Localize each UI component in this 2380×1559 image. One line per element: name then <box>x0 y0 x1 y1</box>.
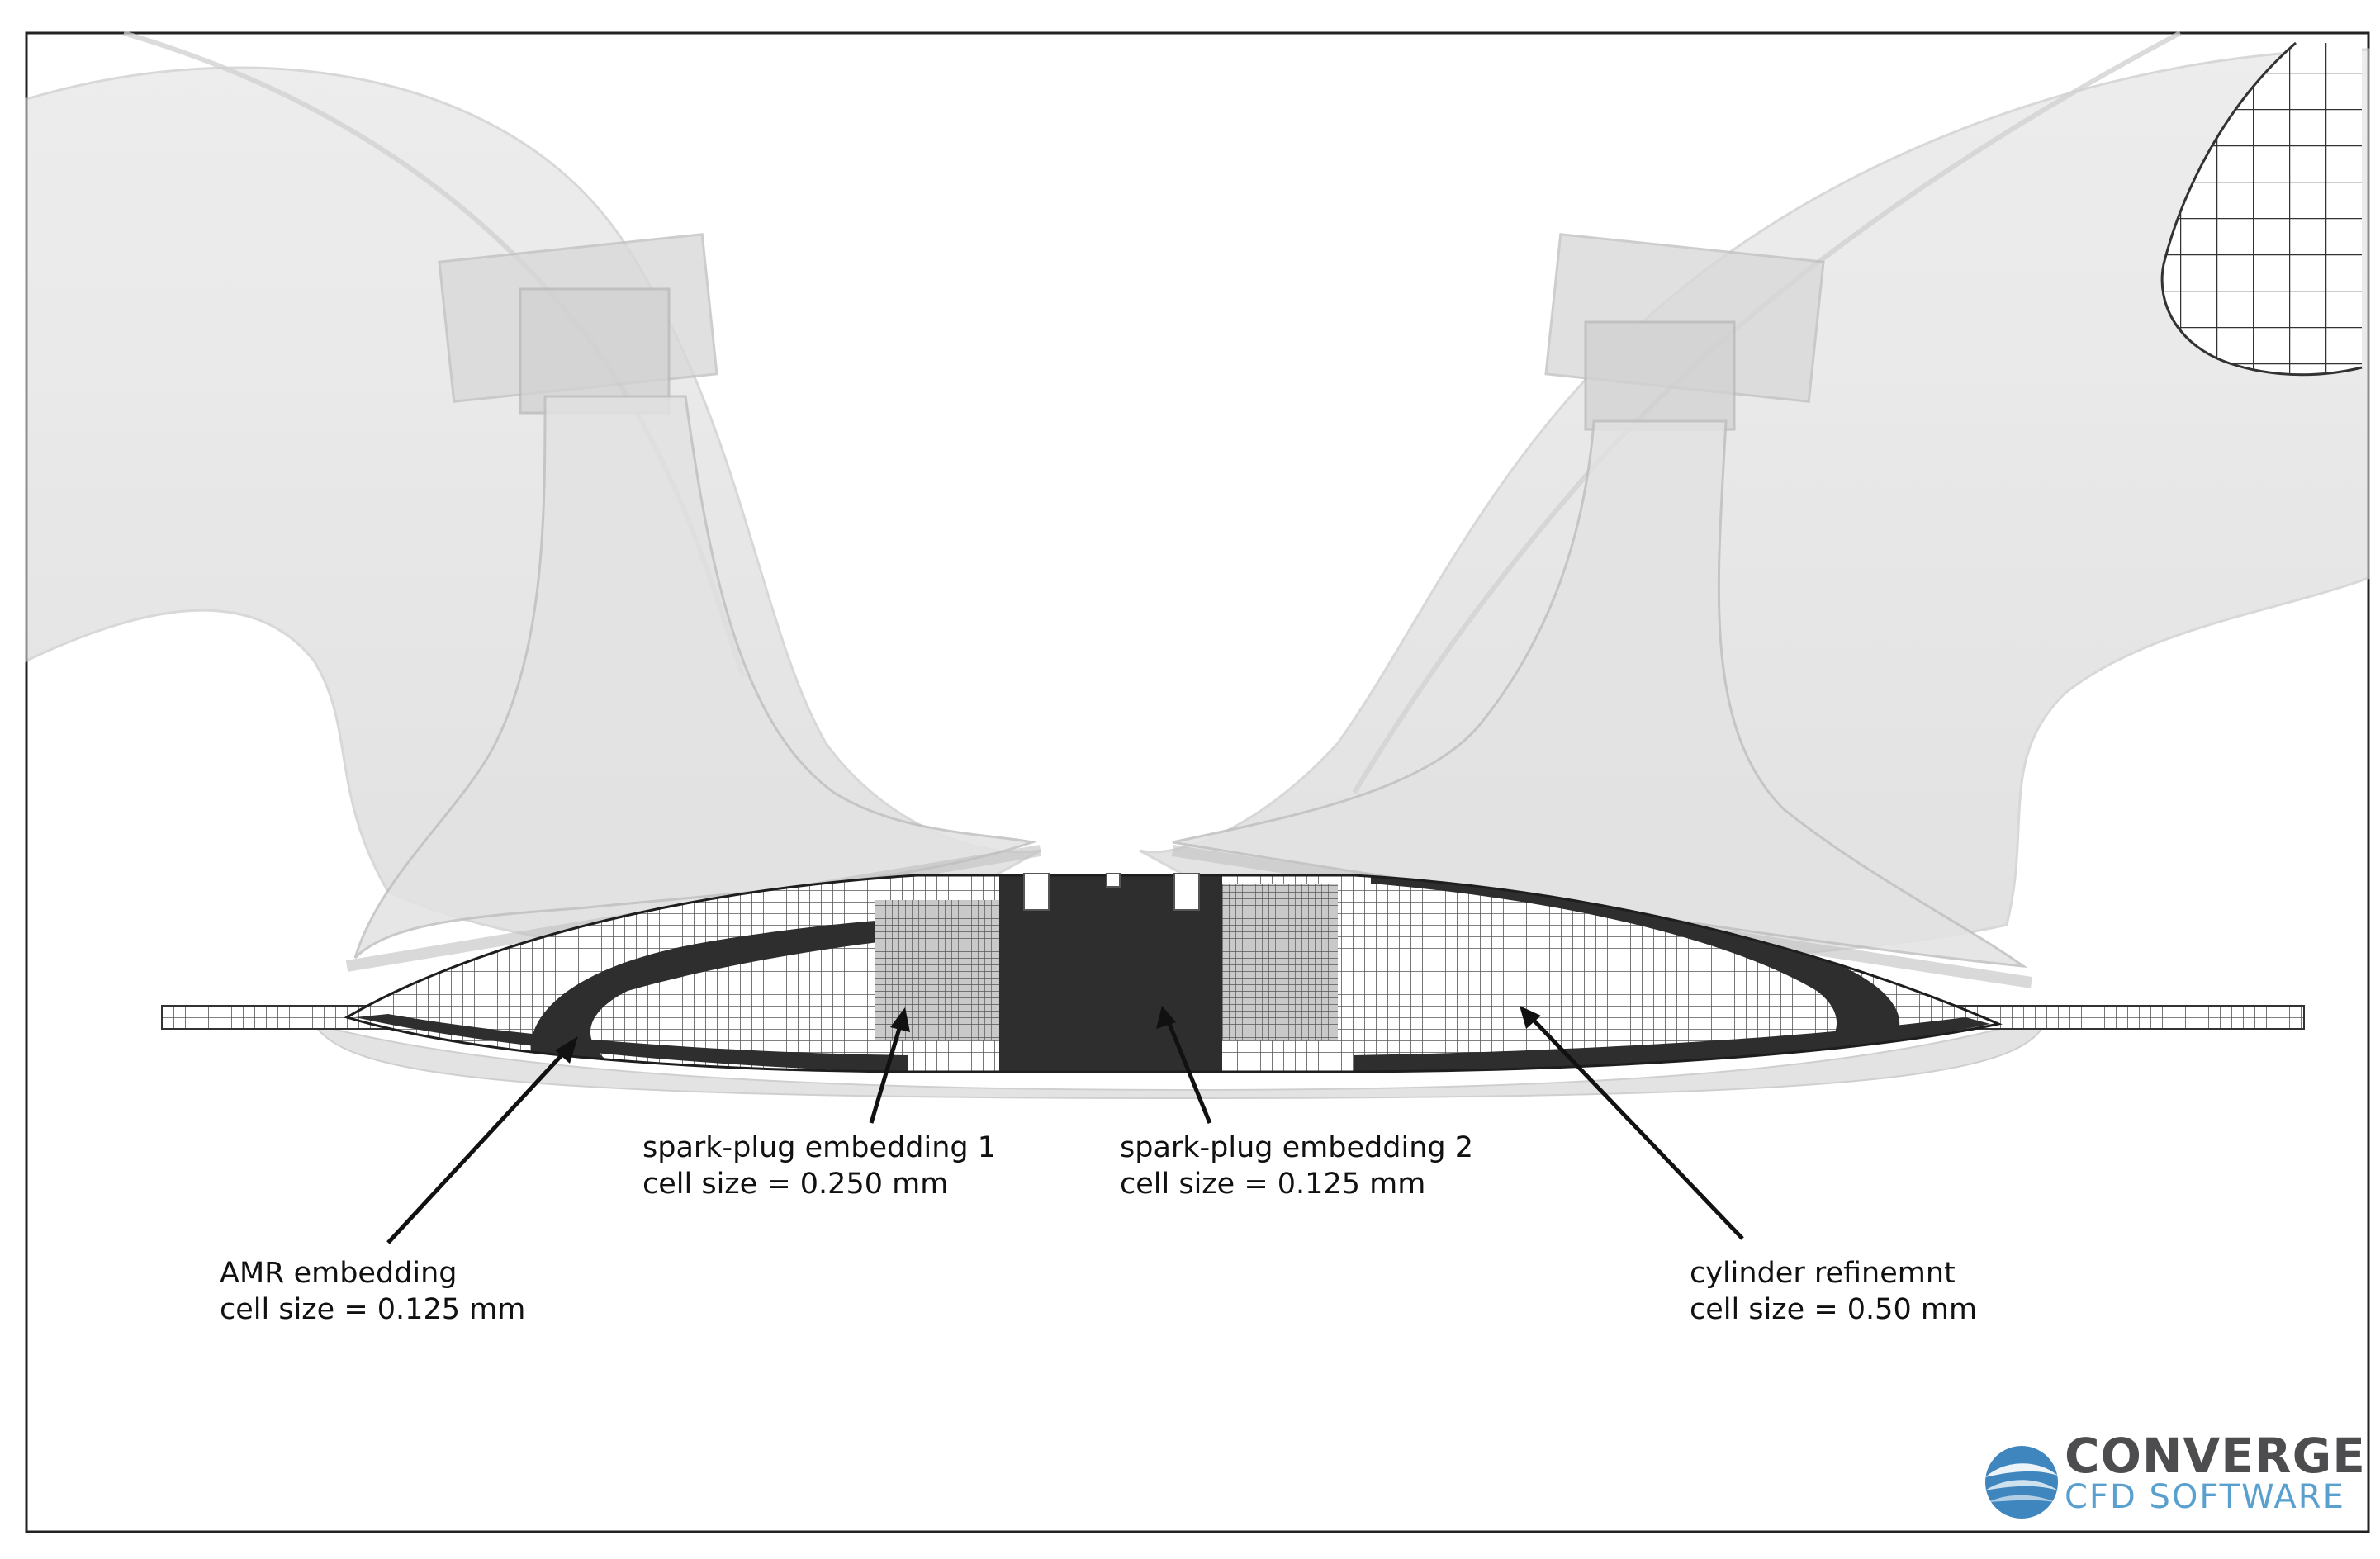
leader-amr <box>386 1043 573 1244</box>
squish-band-mesh <box>161 1005 2305 1030</box>
spark-plug-embedding-1-left <box>875 900 1007 1040</box>
logo-word-converge: CONVERGE <box>2065 1428 2366 1484</box>
leader-cylinder <box>1526 1012 1744 1240</box>
right-exhaust-port <box>1139 48 2370 963</box>
annotation-cylinder-line1: cylinder refinemnt <box>1690 1257 1956 1290</box>
spark-plug-notch-left <box>1023 873 1050 911</box>
annotation-amr-line1: AMR embedding <box>220 1257 458 1290</box>
leader-spark1 <box>869 1016 905 1124</box>
annotation-spark2-line2: cell size = 0.125 mm <box>1120 1168 1426 1201</box>
annotation-spark1-line1: spark-plug embedding 1 <box>642 1131 996 1164</box>
annotation-spark2-line1: spark-plug embedding 2 <box>1120 1131 1473 1164</box>
annotation-cylinder-refinement: cylinder refinemnt cell size = 0.50 mm <box>1690 1255 1977 1328</box>
annotation-amr-embedding: AMR embedding cell size = 0.125 mm <box>220 1255 525 1328</box>
spark-plug-notch-center <box>1106 873 1121 888</box>
converge-swirl-icon <box>1985 1446 2058 1519</box>
spark-plug-embedding-1-right <box>1214 884 1338 1040</box>
left-valve-stem <box>353 395 1037 960</box>
annotation-spark-plug-embedding-1: spark-plug embedding 1 cell size = 0.250… <box>642 1130 996 1202</box>
annotation-cylinder-line2: cell size = 0.50 mm <box>1690 1293 1978 1326</box>
converge-logo: CONVERGE CFD SOFTWARE <box>2065 1428 2366 1518</box>
logo-word-cfd-software: CFD SOFTWARE <box>2065 1478 2345 1516</box>
leader-spark2 <box>1164 1015 1212 1124</box>
leader-lines <box>386 1006 1744 1244</box>
annotation-spark-plug-embedding-2: spark-plug embedding 2 cell size = 0.125… <box>1120 1130 1473 1202</box>
ghost-engine-geometry <box>25 31 2370 1100</box>
annotation-spark1-line2: cell size = 0.250 mm <box>642 1168 949 1201</box>
annotation-amr-line2: cell size = 0.125 mm <box>220 1293 526 1326</box>
spark-plug-notch-right <box>1173 873 1200 911</box>
